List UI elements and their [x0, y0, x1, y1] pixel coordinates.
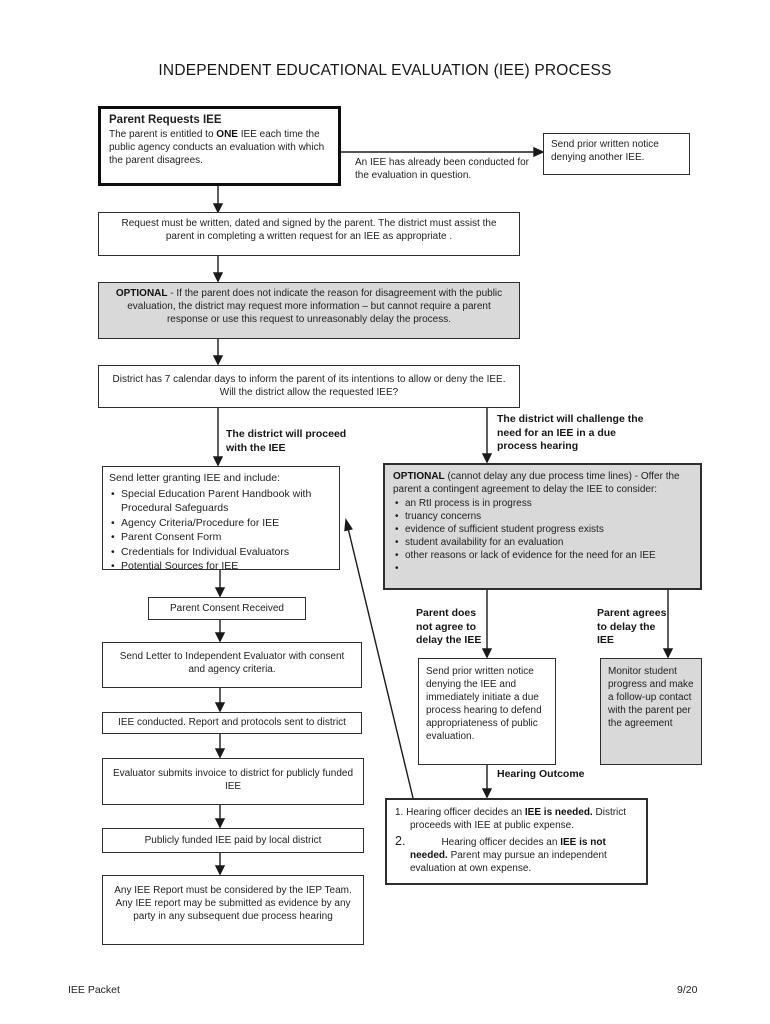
list-item: Potential Sources for IEE [109, 559, 333, 569]
box-iee-conducted: IEE conducted. Report and protocols sent… [102, 712, 362, 734]
box-letter-to-evaluator: Send Letter to Independent Evaluator wit… [102, 642, 362, 688]
outcome-item-1: 1. Hearing officer decides an IEE is nee… [395, 807, 627, 831]
box-parent-requests-iee: Parent Requests IEE The parent is entitl… [98, 106, 341, 186]
box-hearing-outcomes: 1. Hearing officer decides an IEE is nee… [385, 798, 648, 885]
list-item: other reasons or lack of evidence for th… [393, 549, 692, 562]
list-item: Credentials for Individual Evaluators [109, 545, 333, 560]
list-item: truancy concerns [393, 510, 692, 523]
box-body: The parent is entitled to ONE IEE each t… [109, 129, 325, 166]
box-parent-consent-received: Parent Consent Received [148, 597, 306, 620]
contingent-intro: OPTIONAL (cannot delay any due process t… [393, 471, 680, 495]
box-grant-iee-letter: Send letter granting IEE and include: Sp… [102, 466, 340, 570]
list-item: Parent Consent Form [109, 530, 333, 545]
page-title: INDEPENDENT EDUCATIONAL EVALUATION (IEE)… [158, 62, 612, 79]
list-item: Special Education Parent Handbook with P… [109, 487, 333, 516]
arrowhead-right-icon [533, 146, 545, 158]
footer-page-number: 9/20 [677, 984, 698, 996]
box-district-7-days: District has 7 calendar days to inform t… [98, 365, 520, 408]
grant-list: Special Education Parent Handbook with P… [109, 487, 333, 570]
box-deny-another-iee: Send prior written notice denying anothe… [543, 133, 690, 175]
box-heading: Parent Requests IEE [109, 114, 222, 126]
label-hearing-outcome: Hearing Outcome [497, 768, 585, 780]
list-item: student availability for an evaluation [393, 536, 692, 549]
label-district-challenge: The district will challenge the need for… [497, 413, 644, 452]
list-item: evidence of sufficient student progress … [393, 523, 692, 536]
footer-document-name: IEE Packet [68, 984, 120, 996]
outcome-item-2: 2.Hearing officer decides an IEE is not … [395, 834, 607, 875]
label-district-proceed: The district will proceed with the IEE [226, 428, 347, 454]
label-iee-already-conducted: An IEE has already been conducted for th… [355, 157, 530, 181]
box-iee-paid: Publicly funded IEE paid by local distri… [102, 828, 364, 853]
label-parent-agrees: Parent agrees to delay the IEE [597, 607, 667, 646]
box-optional-more-info: OPTIONAL - If the parent does not indica… [98, 282, 520, 339]
list-item: Agency Criteria/Procedure for IEE [109, 516, 333, 531]
box-monitor-student: Monitor student progress and make a foll… [600, 658, 702, 765]
box-request-written: Request must be written, dated and signe… [98, 212, 520, 256]
contingent-list: an RtI process is in progress truancy co… [393, 497, 692, 575]
list-item: an RtI process is in progress [393, 497, 692, 510]
box-evaluator-invoice: Evaluator submits invoice to district fo… [102, 758, 364, 805]
box-iee-report-considered: Any IEE Report must be considered by the… [102, 875, 364, 945]
box-deny-iee-due-process: Send prior written notice denying the IE… [418, 658, 556, 765]
label-parent-not-agree: Parent does not agree to delay the IEE [416, 607, 482, 646]
box-contingent-agreement: OPTIONAL (cannot delay any due process t… [383, 463, 702, 590]
grant-intro: Send letter granting IEE and include: [109, 472, 281, 484]
